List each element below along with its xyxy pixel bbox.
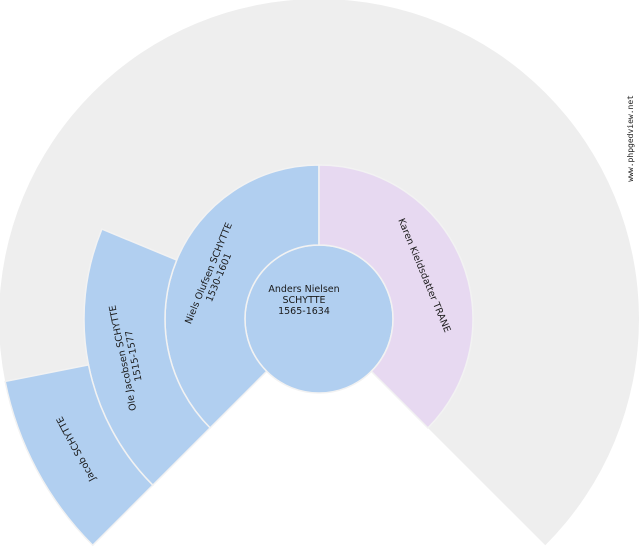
person-label: SCHYTTE [282, 295, 325, 306]
watermark: www.phpgedview.net [626, 95, 635, 182]
person-cell[interactable] [4, 363, 154, 547]
person-cell[interactable] [318, 164, 474, 429]
person-label: Anders Nielsen [268, 284, 339, 295]
person-label: 1565-1634 [278, 306, 330, 317]
person-mother[interactable]: Karen Kieldsdatter TRANE [318, 164, 474, 429]
person-great-grandfather[interactable]: Jacob SCHYTTE [4, 363, 154, 547]
